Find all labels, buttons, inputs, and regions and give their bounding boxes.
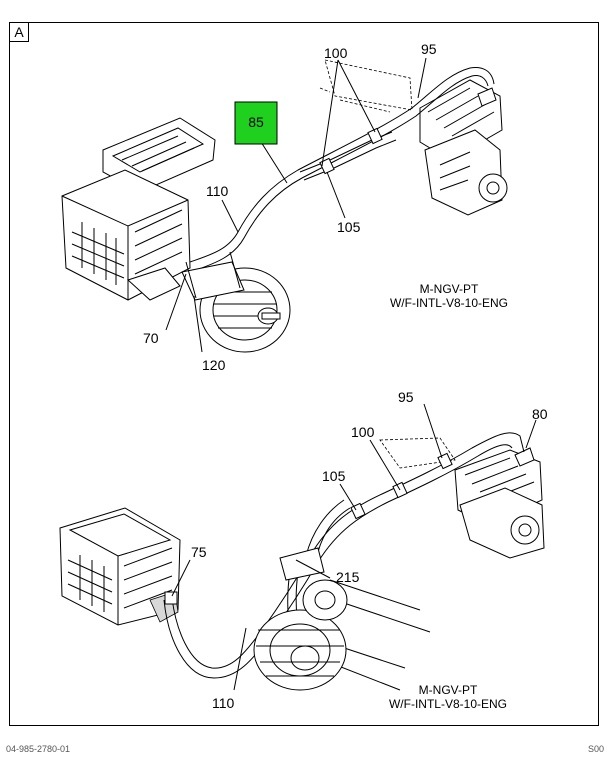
- top-callout-70: 70: [143, 330, 159, 346]
- callout-85: 85: [248, 114, 264, 130]
- bottom-callout-105: 105: [322, 468, 346, 484]
- diagram-frame: [9, 22, 599, 726]
- bottom-callout-215: 215: [336, 569, 360, 585]
- top-callout-105: 105: [337, 219, 361, 235]
- top-callout-110: 110: [206, 183, 229, 199]
- top-callout-100: 100: [324, 45, 348, 61]
- top-callout-120: 120: [202, 357, 226, 373]
- bottom-ac-unit: [253, 547, 348, 691]
- bottom-leaders: [171, 403, 537, 691]
- bottom-callout-100: 100: [351, 424, 375, 440]
- top-hose-85: [189, 67, 495, 271]
- bottom-spec-line-2: W/F-INTL-V8-10-ENG: [389, 697, 507, 711]
- top-compressor: [419, 79, 508, 216]
- top-assembly: 85 100 95 110 105 70 120 M-NGV-PT W/F-IN…: [61, 41, 508, 373]
- bottom-compressor: [454, 447, 545, 559]
- bottom-callout-95: 95: [398, 389, 414, 405]
- bottom-belt-lines: [317, 579, 431, 691]
- panel-tag: A: [9, 22, 29, 42]
- top-ac-unit: [181, 251, 291, 353]
- top-spec-line-2: W/F-INTL-V8-10-ENG: [390, 296, 508, 310]
- bottom-spec-line-1: M-NGV-PT: [419, 683, 478, 697]
- bottom-mount-bracket: [379, 437, 456, 469]
- top-leaders: [165, 57, 427, 353]
- bottom-callout-110: 110: [212, 695, 235, 711]
- top-spec-line-1: M-NGV-PT: [420, 282, 479, 296]
- footer-page-code: S00: [587, 744, 604, 754]
- bottom-assembly: 95 80 100 105 75 215 110 M-NGV-PT W/F-IN…: [59, 389, 548, 711]
- bottom-callout-80: 80: [532, 406, 548, 422]
- bottom-callout-75: 75: [191, 544, 207, 560]
- bottom-hvac-housing: [59, 507, 181, 626]
- top-hvac-housing: [61, 117, 216, 301]
- footer-doc-number: 04-985-2780-01: [6, 744, 71, 754]
- top-mount-bracket: [319, 59, 413, 113]
- top-callout-95: 95: [421, 41, 437, 57]
- callout-85-highlight: [234, 101, 278, 145]
